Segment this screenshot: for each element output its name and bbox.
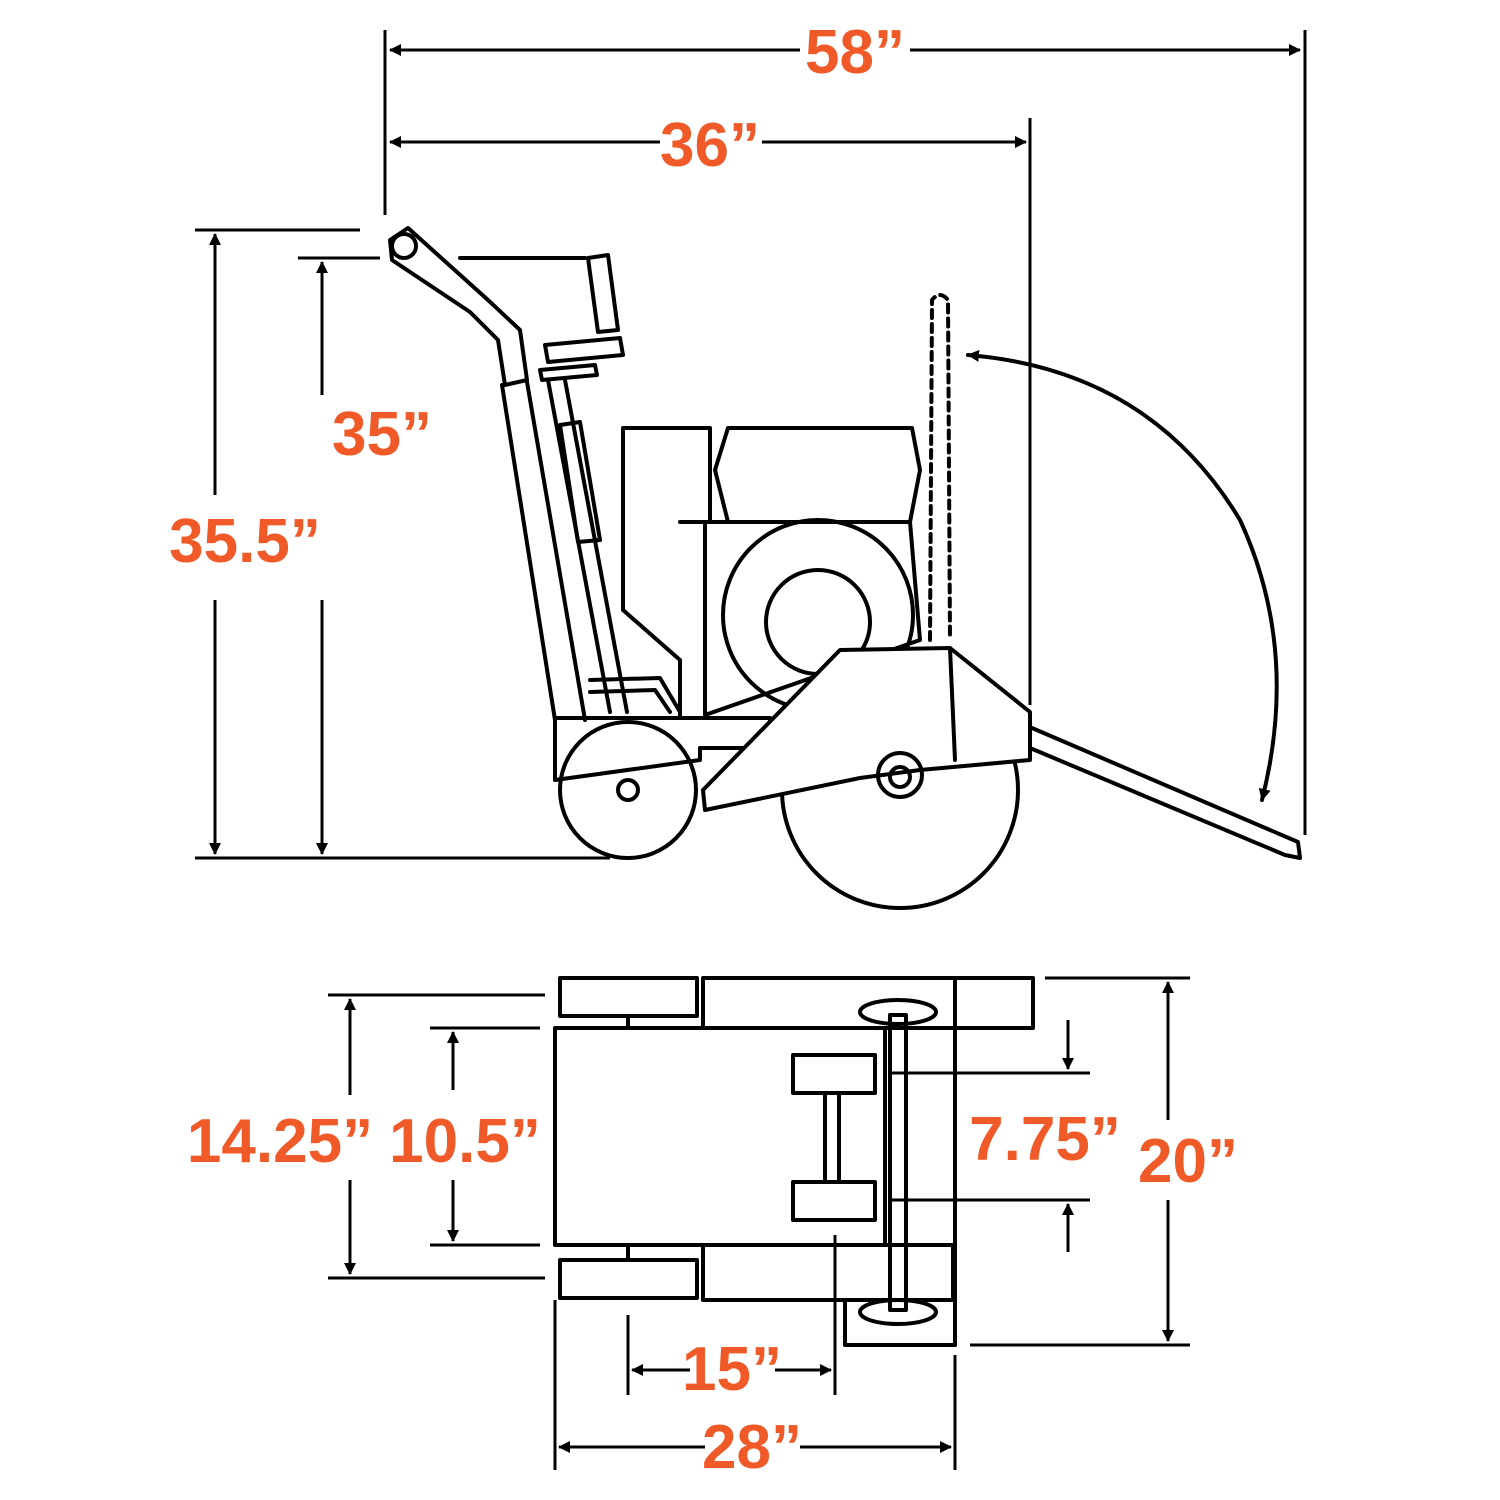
length-label: 36” bbox=[660, 111, 760, 180]
wheel-gap-label: 7.75” bbox=[969, 1105, 1121, 1174]
top-dimension-lines bbox=[328, 976, 1190, 1470]
axle-distance-label: 15” bbox=[682, 1335, 782, 1404]
inner-width-label: 10.5” bbox=[389, 1107, 541, 1176]
overall-width-label: 20” bbox=[1138, 1127, 1238, 1196]
saw-top-drawing bbox=[553, 976, 1035, 1347]
saw-side-drawing bbox=[388, 226, 1302, 910]
side-view: 58” 36” 35” 35.5” bbox=[169, 18, 1307, 910]
overall-height-label: 35.5” bbox=[169, 507, 321, 576]
handle-height-label: 35” bbox=[332, 400, 432, 469]
top-view: 14.25” 10.5” 7.75” 20” 15” 28” bbox=[187, 976, 1238, 1482]
frame-width-label: 14.25” bbox=[187, 1107, 373, 1176]
overall-length-label: 58” bbox=[805, 18, 905, 87]
side-dimension-lines bbox=[195, 30, 1307, 860]
overall-depth-label: 28” bbox=[702, 1413, 802, 1482]
